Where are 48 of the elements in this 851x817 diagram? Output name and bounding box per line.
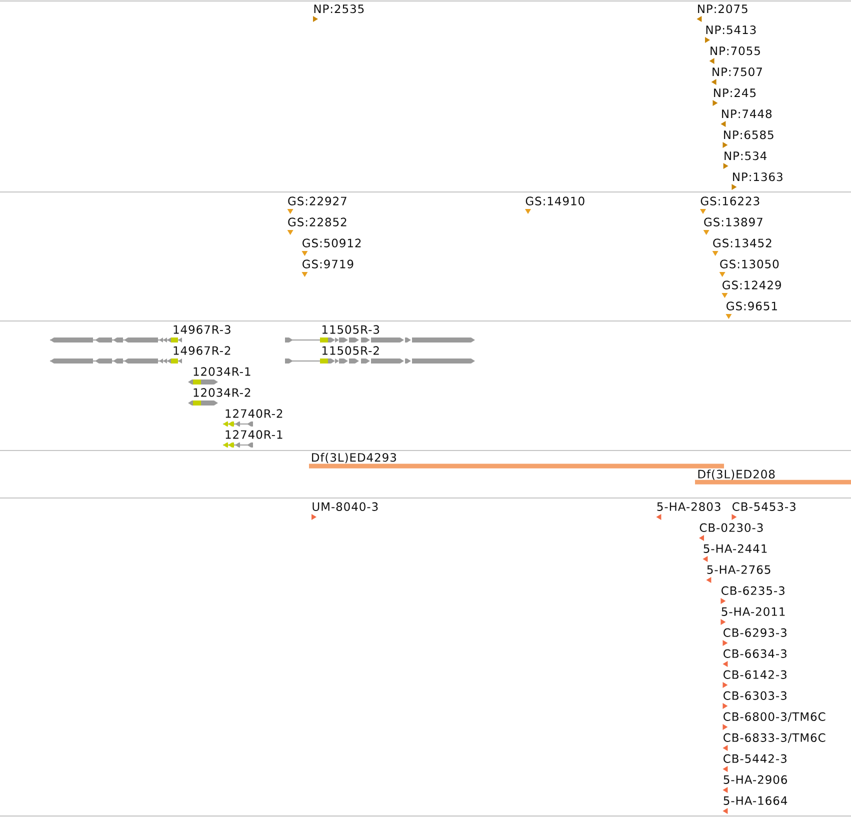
feature-label: GS:12429 xyxy=(722,280,781,290)
feature-label: 12740R-2 xyxy=(226,409,282,418)
feature-label: NP:6585 xyxy=(724,130,774,140)
feature-label: 12034R-1 xyxy=(194,367,250,376)
feature-label: Df(3L)ED4293 xyxy=(312,452,396,464)
feature-label: 5-HA-2441 xyxy=(704,544,767,553)
feature-label: GS:9719 xyxy=(302,260,354,268)
feature-label: 11505R-2 xyxy=(322,346,379,355)
feature-label: NP:534 xyxy=(724,151,766,160)
feature-label: Df(3L)ED208 xyxy=(698,470,775,480)
feature-label: NP:1363 xyxy=(733,172,782,182)
feature-label: CB-6800-3/TM6C xyxy=(724,712,826,722)
feature-label: GS:13050 xyxy=(720,260,779,268)
feature-label: CB-6833-3/TM6C xyxy=(724,733,826,743)
feature-label: NP:2075 xyxy=(698,4,748,14)
feature-label: NP:245 xyxy=(714,88,756,98)
feature-label: 12740R-1 xyxy=(226,430,282,439)
feature-label: NP:2535 xyxy=(314,4,364,14)
feature-label: NP:7507 xyxy=(712,67,762,76)
feature-label: GS:50912 xyxy=(302,238,361,248)
feature-label: GS:13897 xyxy=(704,218,762,226)
feature-label: CB-6142-3 xyxy=(724,670,786,679)
feature-label: CB-6634-3 xyxy=(724,649,786,658)
feature-label: GS:14910 xyxy=(526,196,584,206)
feature-label: CB-0230-3 xyxy=(700,523,763,532)
feature-label: NP:7055 xyxy=(710,46,760,56)
feature-label: 5-HA-2906 xyxy=(724,775,787,784)
feature-label: 11505R-3 xyxy=(322,325,380,334)
feature-label: CB-5442-3 xyxy=(724,754,786,763)
feature-label: 5-HA-2803 xyxy=(657,502,720,511)
feature-label: 5-HA-2011 xyxy=(722,607,785,616)
feature-label: GS:13452 xyxy=(713,238,772,248)
feature-label: GS:22852 xyxy=(288,218,346,226)
feature-label: GS:9651 xyxy=(726,302,777,310)
feature-label: GS:22927 xyxy=(288,196,346,206)
feature-label: UM-8040-3 xyxy=(312,502,378,511)
feature-label: CB-5453-3 xyxy=(732,502,796,511)
feature-label: CB-6293-3 xyxy=(724,628,786,637)
feature-label: 14967R-2 xyxy=(174,346,230,355)
feature-label: 12034R-2 xyxy=(194,388,250,397)
feature-label: 5-HA-2765 xyxy=(707,565,770,574)
feature-label: GS:16223 xyxy=(700,196,760,206)
feature-label: CB-6303-3 xyxy=(724,691,786,700)
feature-label: 14967R-3 xyxy=(174,325,230,334)
feature-label: NP:5413 xyxy=(706,25,756,34)
feature-label: CB-6235-3 xyxy=(722,586,784,595)
feature-label: NP:7448 xyxy=(722,109,772,118)
feature-label: 5-HA-1664 xyxy=(724,796,788,805)
